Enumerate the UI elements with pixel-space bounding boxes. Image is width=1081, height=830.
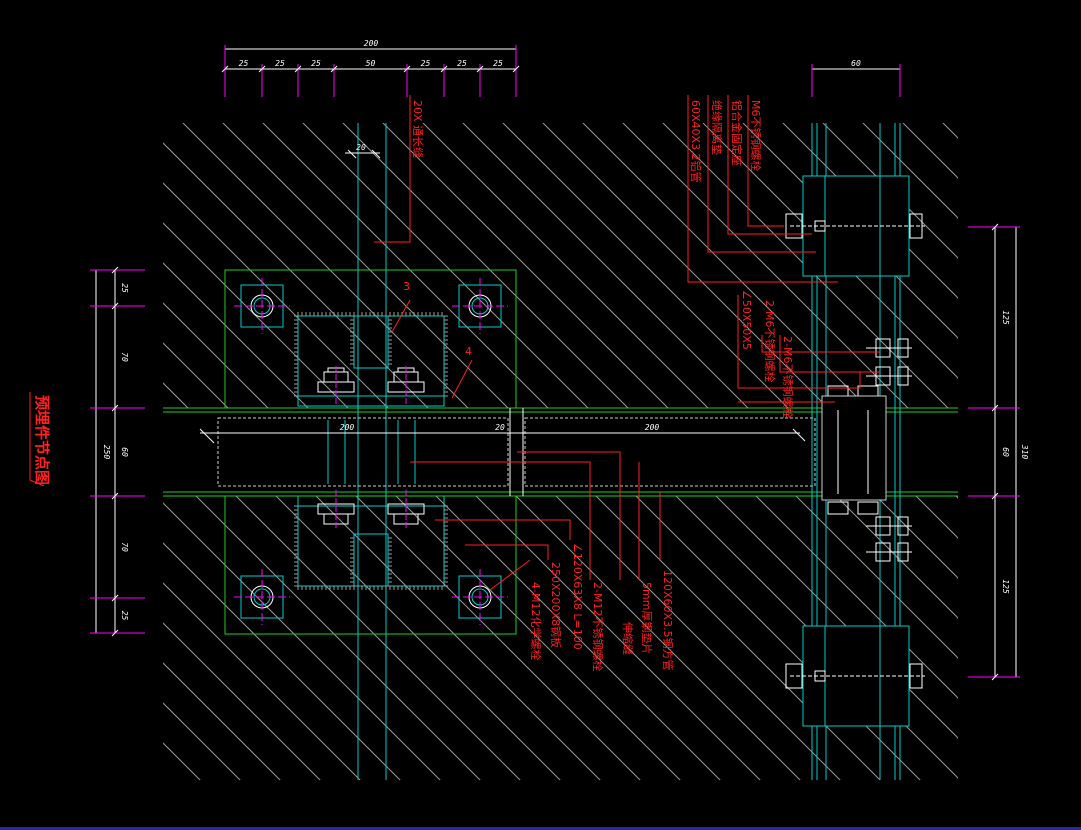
right-dim-segment: 125 [1001, 310, 1010, 325]
label-mid-right-3: 2-M6不锈钢螺栓 [781, 336, 795, 418]
left-dim-segment: 70 [120, 542, 129, 552]
leader-lines [374, 95, 880, 591]
label-bottom-7: 120X60X3.5钢方管 [661, 570, 675, 671]
mullion-section [785, 123, 925, 780]
right-dim-segment: 60 [1001, 447, 1010, 457]
right-top-dim: 60 [851, 59, 861, 68]
label-bottom-6: 伸缩缝 [621, 622, 635, 655]
inner-dimensions: 200 20 200 20 [199, 143, 806, 444]
label-top-right-1: M6不锈钢螺栓 [749, 100, 763, 172]
top-dimension: 200 25 25 25 50 25 25 25 [221, 39, 520, 97]
left-dim-total: 250 [102, 445, 111, 460]
right-dimension: 310 125 60 125 [968, 223, 1029, 681]
label-bottom-5: 5mm厚钢垫片 [640, 582, 654, 654]
left-dim-segment: 60 [120, 447, 129, 457]
left-dim-segment: 25 [120, 611, 129, 621]
right-dim-segment: 125 [1001, 579, 1010, 594]
left-dim-segment: 70 [120, 352, 129, 362]
top-dim-segment: 25 [311, 59, 321, 68]
inner-dim-4: 20 [356, 143, 366, 152]
vertical-fin-plate [357, 123, 387, 780]
inner-dim-1: 200 [340, 423, 355, 432]
label-top-right-2: 铝合金固定座 [730, 100, 744, 166]
weld-mark-1: 3 [403, 280, 410, 293]
top-embed-plate [224, 269, 517, 409]
label-bottom-3: 4-M12化学螺栓 [529, 582, 543, 660]
right-dim-total: 310 [1020, 444, 1029, 460]
label-mid-right-1: ∠50X50X5 [740, 290, 753, 350]
inner-dim-2: 20 [495, 423, 505, 432]
plate-nuts [317, 366, 425, 530]
label-top-right-3: 绝缘隔离垫 [710, 100, 724, 155]
weld-fringe [294, 312, 448, 590]
tube-bolt [827, 501, 849, 515]
right-top-dimension: 60 [811, 59, 901, 97]
top-dim-segment: 25 [493, 59, 503, 68]
status-bar [0, 827, 1081, 830]
label-bottom-1: ∠120X63X8 L=100 [571, 543, 584, 650]
top-dim-segment: 25 [421, 59, 431, 68]
label-bottom-2: 250X200X8钢板 [549, 562, 563, 648]
drawing-title: 预埋件节点图 [33, 395, 51, 485]
top-dim-segment: 25 [239, 59, 249, 68]
top-dim-segment: 25 [275, 59, 285, 68]
weld-mark-2: 4 [465, 345, 472, 358]
mullion-bolt [785, 213, 803, 239]
top-dim-segment: 25 [457, 59, 467, 68]
top-dim-total: 200 [364, 39, 379, 48]
inner-dim-3: 200 [645, 423, 660, 432]
label-mid-right-2: 2-M6不锈钢螺栓 [763, 300, 777, 382]
mullion-bolt [785, 663, 803, 689]
label-top-right-4: 60X40X3.2铝管 [689, 100, 703, 183]
top-dim-segment: 50 [366, 59, 376, 68]
left-dim-segment: 25 [120, 283, 129, 293]
anchor-bolts [234, 278, 508, 625]
label-bottom-4: 2-M12不锈钢螺栓 [591, 582, 605, 671]
label-top-seam: 20X 通长缝 [411, 100, 425, 158]
left-dimension: 250 25 70 60 70 25 [90, 266, 145, 637]
bottom-embed-plate [224, 495, 517, 635]
